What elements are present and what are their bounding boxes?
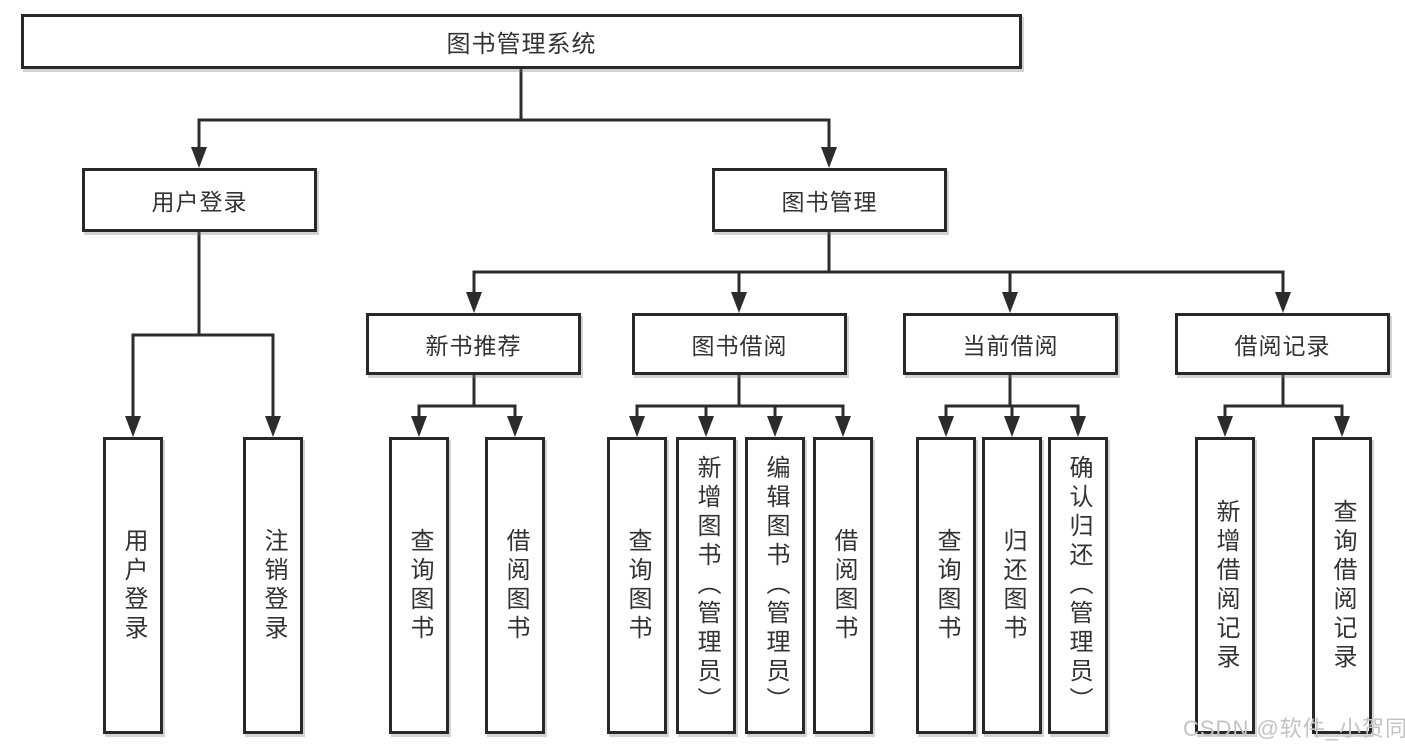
leaf-newrec-borrow-book: 借阅图书 (485, 437, 545, 734)
node-book-management: 图书管理 (712, 168, 947, 232)
node-new-book-recommend: 新书推荐 (366, 313, 581, 375)
leaf-add-borrow-record: 新增借阅记录 (1195, 437, 1255, 734)
connector-bookborrow-to-leaves (635, 373, 845, 422)
leaf-borrow-borrow-book: 借阅图书 (813, 437, 873, 734)
connector-root-to-level2 (197, 67, 831, 152)
node-library-system: 图书管理系统 (21, 14, 1022, 69)
node-user-login: 用户登录 (82, 168, 317, 232)
connector-newbook-to-leaves (417, 373, 517, 422)
leaf-newrec-query-book: 查询图书 (389, 437, 449, 734)
node-borrow-records: 借阅记录 (1175, 313, 1390, 375)
connector-currentborrow-to-leaves (944, 373, 1080, 422)
node-book-borrow: 图书借阅 (632, 313, 847, 375)
leaf-current-query-book: 查询图书 (916, 437, 976, 734)
leaf-query-borrow-record: 查询借阅记录 (1312, 437, 1372, 734)
node-current-borrow: 当前借阅 (903, 313, 1118, 375)
arrowheads (125, 147, 1350, 437)
leaf-confirm-return-admin: 确认归还（管理员） (1048, 437, 1108, 734)
leaf-borrow-query-book: 查询图书 (607, 437, 667, 734)
leaf-logout: 注销登录 (243, 437, 303, 734)
leaf-return-book: 归还图书 (982, 437, 1042, 734)
leaf-user-login: 用户登录 (103, 437, 163, 734)
connector-records-to-leaves (1223, 373, 1344, 422)
leaf-edit-book-admin: 编辑图书（管理员） (745, 437, 805, 734)
watermark: CSDN @软件_小贺同学 (1183, 716, 1405, 741)
leaf-add-book-admin: 新增图书（管理员） (676, 437, 736, 734)
connector-bookmgmt-to-level3 (472, 230, 1285, 298)
connector-userlogin-to-leaves (131, 230, 275, 421)
